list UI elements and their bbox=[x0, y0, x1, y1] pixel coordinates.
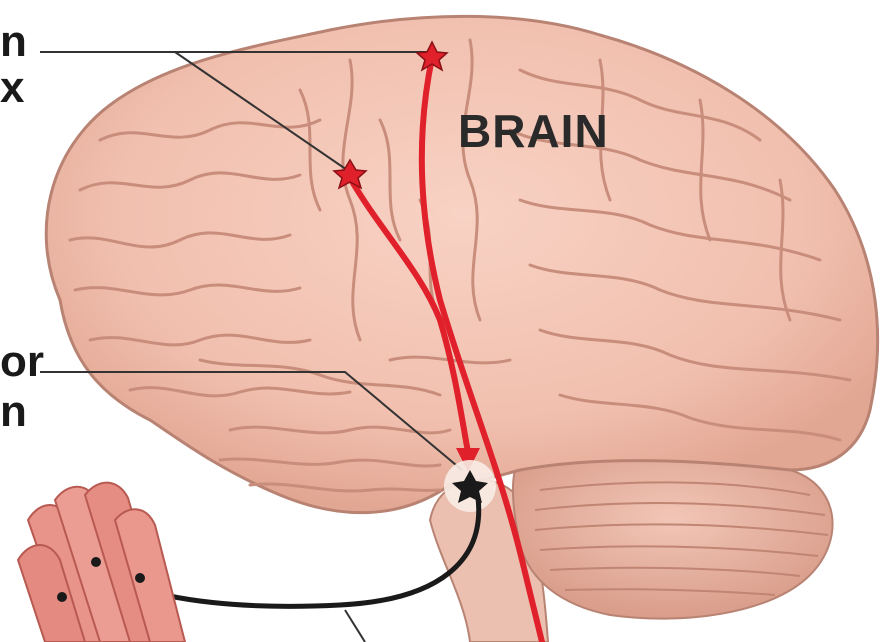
cortex-label-line2: x bbox=[0, 66, 24, 110]
cerebrum bbox=[46, 16, 877, 512]
brain-label: BRAIN bbox=[458, 104, 609, 158]
synapse-dot-3 bbox=[57, 592, 67, 602]
muscle-fibers bbox=[18, 483, 185, 642]
synapse-dot-2 bbox=[135, 573, 145, 583]
cerebellum bbox=[513, 453, 833, 619]
motor-label-line2: n bbox=[0, 390, 27, 434]
cortex-label-line1: n bbox=[0, 20, 27, 64]
motor-label-line1: or bbox=[0, 340, 44, 384]
synapse-dot-1 bbox=[91, 557, 101, 567]
muscle-leader-line bbox=[345, 610, 365, 642]
